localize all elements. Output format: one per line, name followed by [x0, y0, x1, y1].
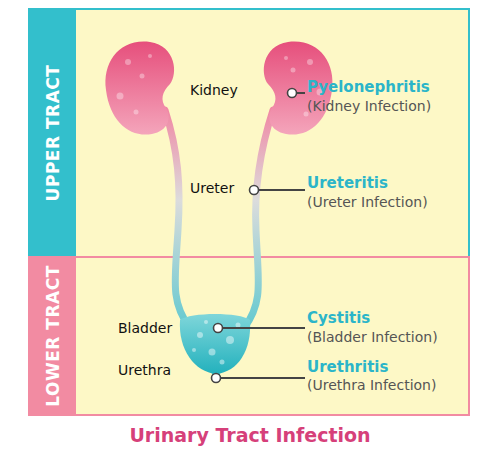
- tract-label: UPPER TRACT: [43, 65, 63, 202]
- condition-note: (Kidney Infection): [307, 98, 431, 114]
- condition-name: Ureteritis: [307, 175, 388, 191]
- condition-note: (Ureter Infection): [307, 194, 428, 210]
- tract-band: UPPER TRACT: [30, 10, 76, 256]
- condition-name: Pyelonephritis: [307, 79, 430, 95]
- part-name: Kidney: [190, 82, 238, 98]
- condition-name: Urethritis: [307, 359, 388, 375]
- tract-band: LOWER TRACT: [30, 258, 76, 414]
- diagram-title: Urinary Tract Infection: [0, 424, 500, 446]
- part-name: Ureter: [190, 180, 234, 196]
- part-name: Bladder: [118, 320, 172, 336]
- part-name: Urethra: [118, 362, 171, 378]
- condition-note: (Urethra Infection): [307, 377, 436, 393]
- tract-label: LOWER TRACT: [43, 265, 63, 406]
- condition-name: Cystitis: [307, 310, 370, 326]
- tract-region: UPPER TRACT: [28, 8, 470, 258]
- condition-note: (Bladder Infection): [307, 329, 438, 345]
